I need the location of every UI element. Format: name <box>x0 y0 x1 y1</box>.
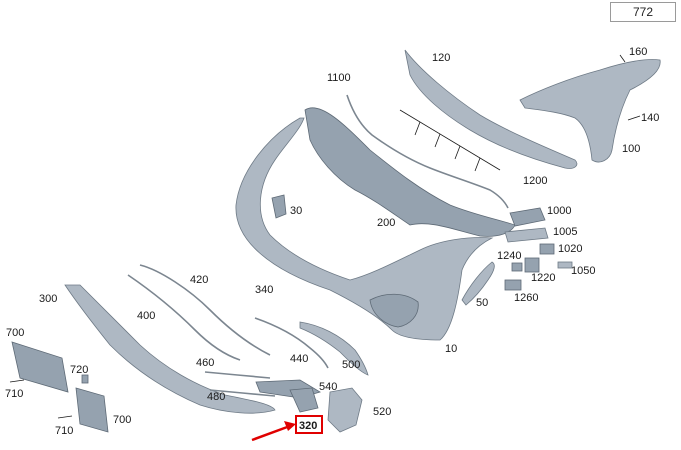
part-400-trim-strip[interactable] <box>127 274 241 361</box>
callout-500[interactable]: 500 <box>342 359 360 371</box>
callout-460[interactable]: 460 <box>196 357 214 369</box>
part-320-trim[interactable] <box>289 387 319 413</box>
callout-540[interactable]: 540 <box>319 381 337 393</box>
callout-1020[interactable]: 1020 <box>558 243 582 255</box>
callout-30[interactable]: 30 <box>290 205 302 217</box>
part-1020-sensor[interactable] <box>539 243 555 255</box>
callout-340[interactable]: 340 <box>255 284 273 296</box>
callout-1220[interactable]: 1220 <box>531 272 555 284</box>
callout-400[interactable]: 400 <box>137 310 155 322</box>
callout-160[interactable]: 160 <box>629 46 647 58</box>
page-number: 772 <box>610 2 676 22</box>
callout-710-upper[interactable]: 710 <box>5 388 23 400</box>
part-10-bumper-cover[interactable] <box>235 117 494 341</box>
part-1000-sensor[interactable] <box>509 207 546 227</box>
part-460-strip[interactable] <box>204 371 271 379</box>
callout-480[interactable]: 480 <box>207 391 225 403</box>
part-420-trim-strip[interactable] <box>139 264 271 356</box>
callout-440[interactable]: 440 <box>290 353 308 365</box>
callout-1100[interactable]: 1100 <box>327 72 351 84</box>
callout-1050[interactable]: 1050 <box>571 265 595 277</box>
part-1220-sensor[interactable] <box>524 257 540 273</box>
part-1260-plug[interactable] <box>504 279 522 291</box>
part-1200-clips[interactable] <box>399 109 501 172</box>
part-500-side-trim[interactable] <box>299 321 369 376</box>
part-700-plate-lower[interactable] <box>75 387 109 433</box>
part-710-bolt-lower[interactable] <box>57 415 73 419</box>
part-140-screw[interactable] <box>627 115 641 121</box>
part-1050-clip[interactable] <box>557 261 573 269</box>
callout-1005[interactable]: 1005 <box>553 226 577 238</box>
part-160-screw[interactable] <box>619 54 626 63</box>
part-520-lower-bracket[interactable] <box>327 387 363 433</box>
part-10-grille-opening <box>369 293 419 328</box>
callout-710-lower[interactable]: 710 <box>55 425 73 437</box>
callout-10[interactable]: 10 <box>445 343 457 355</box>
callout-1000[interactable]: 1000 <box>547 205 571 217</box>
part-1005-bracket[interactable] <box>504 227 549 243</box>
callout-140[interactable]: 140 <box>641 112 659 124</box>
part-440-trim-strip[interactable] <box>254 317 329 369</box>
part-1240-connector[interactable] <box>511 262 523 272</box>
part-700-plate-upper[interactable] <box>11 341 69 393</box>
callout-520[interactable]: 520 <box>373 406 391 418</box>
callout-700-lower[interactable]: 700 <box>113 414 131 426</box>
callout-100[interactable]: 100 <box>622 143 640 155</box>
highlight-box-320 <box>295 415 323 434</box>
callout-700-upper[interactable]: 700 <box>6 327 24 339</box>
part-100-right-bracket[interactable] <box>519 59 661 163</box>
part-480-strip[interactable] <box>209 389 276 397</box>
part-720-clip[interactable] <box>81 374 89 384</box>
part-300-lower-grille[interactable] <box>64 284 276 414</box>
callout-1200[interactable]: 1200 <box>523 175 547 187</box>
callout-1240[interactable]: 1240 <box>497 250 521 262</box>
callout-720[interactable]: 720 <box>70 364 88 376</box>
part-50-strip[interactable] <box>461 261 495 306</box>
part-30-bracket[interactable] <box>271 194 287 219</box>
callout-320[interactable]: 320 <box>299 420 317 432</box>
callout-120[interactable]: 120 <box>432 52 450 64</box>
callout-1260[interactable]: 1260 <box>514 292 538 304</box>
callout-300[interactable]: 300 <box>39 293 57 305</box>
callout-50[interactable]: 50 <box>476 297 488 309</box>
callout-200[interactable]: 200 <box>377 217 395 229</box>
part-1100-harness[interactable] <box>346 94 509 209</box>
arrow-320 <box>251 424 291 442</box>
arrow-320-head <box>284 421 296 431</box>
callout-420[interactable]: 420 <box>190 274 208 286</box>
part-710-bolt-upper[interactable] <box>9 379 25 383</box>
part-100-upper-frame[interactable] <box>404 49 578 169</box>
